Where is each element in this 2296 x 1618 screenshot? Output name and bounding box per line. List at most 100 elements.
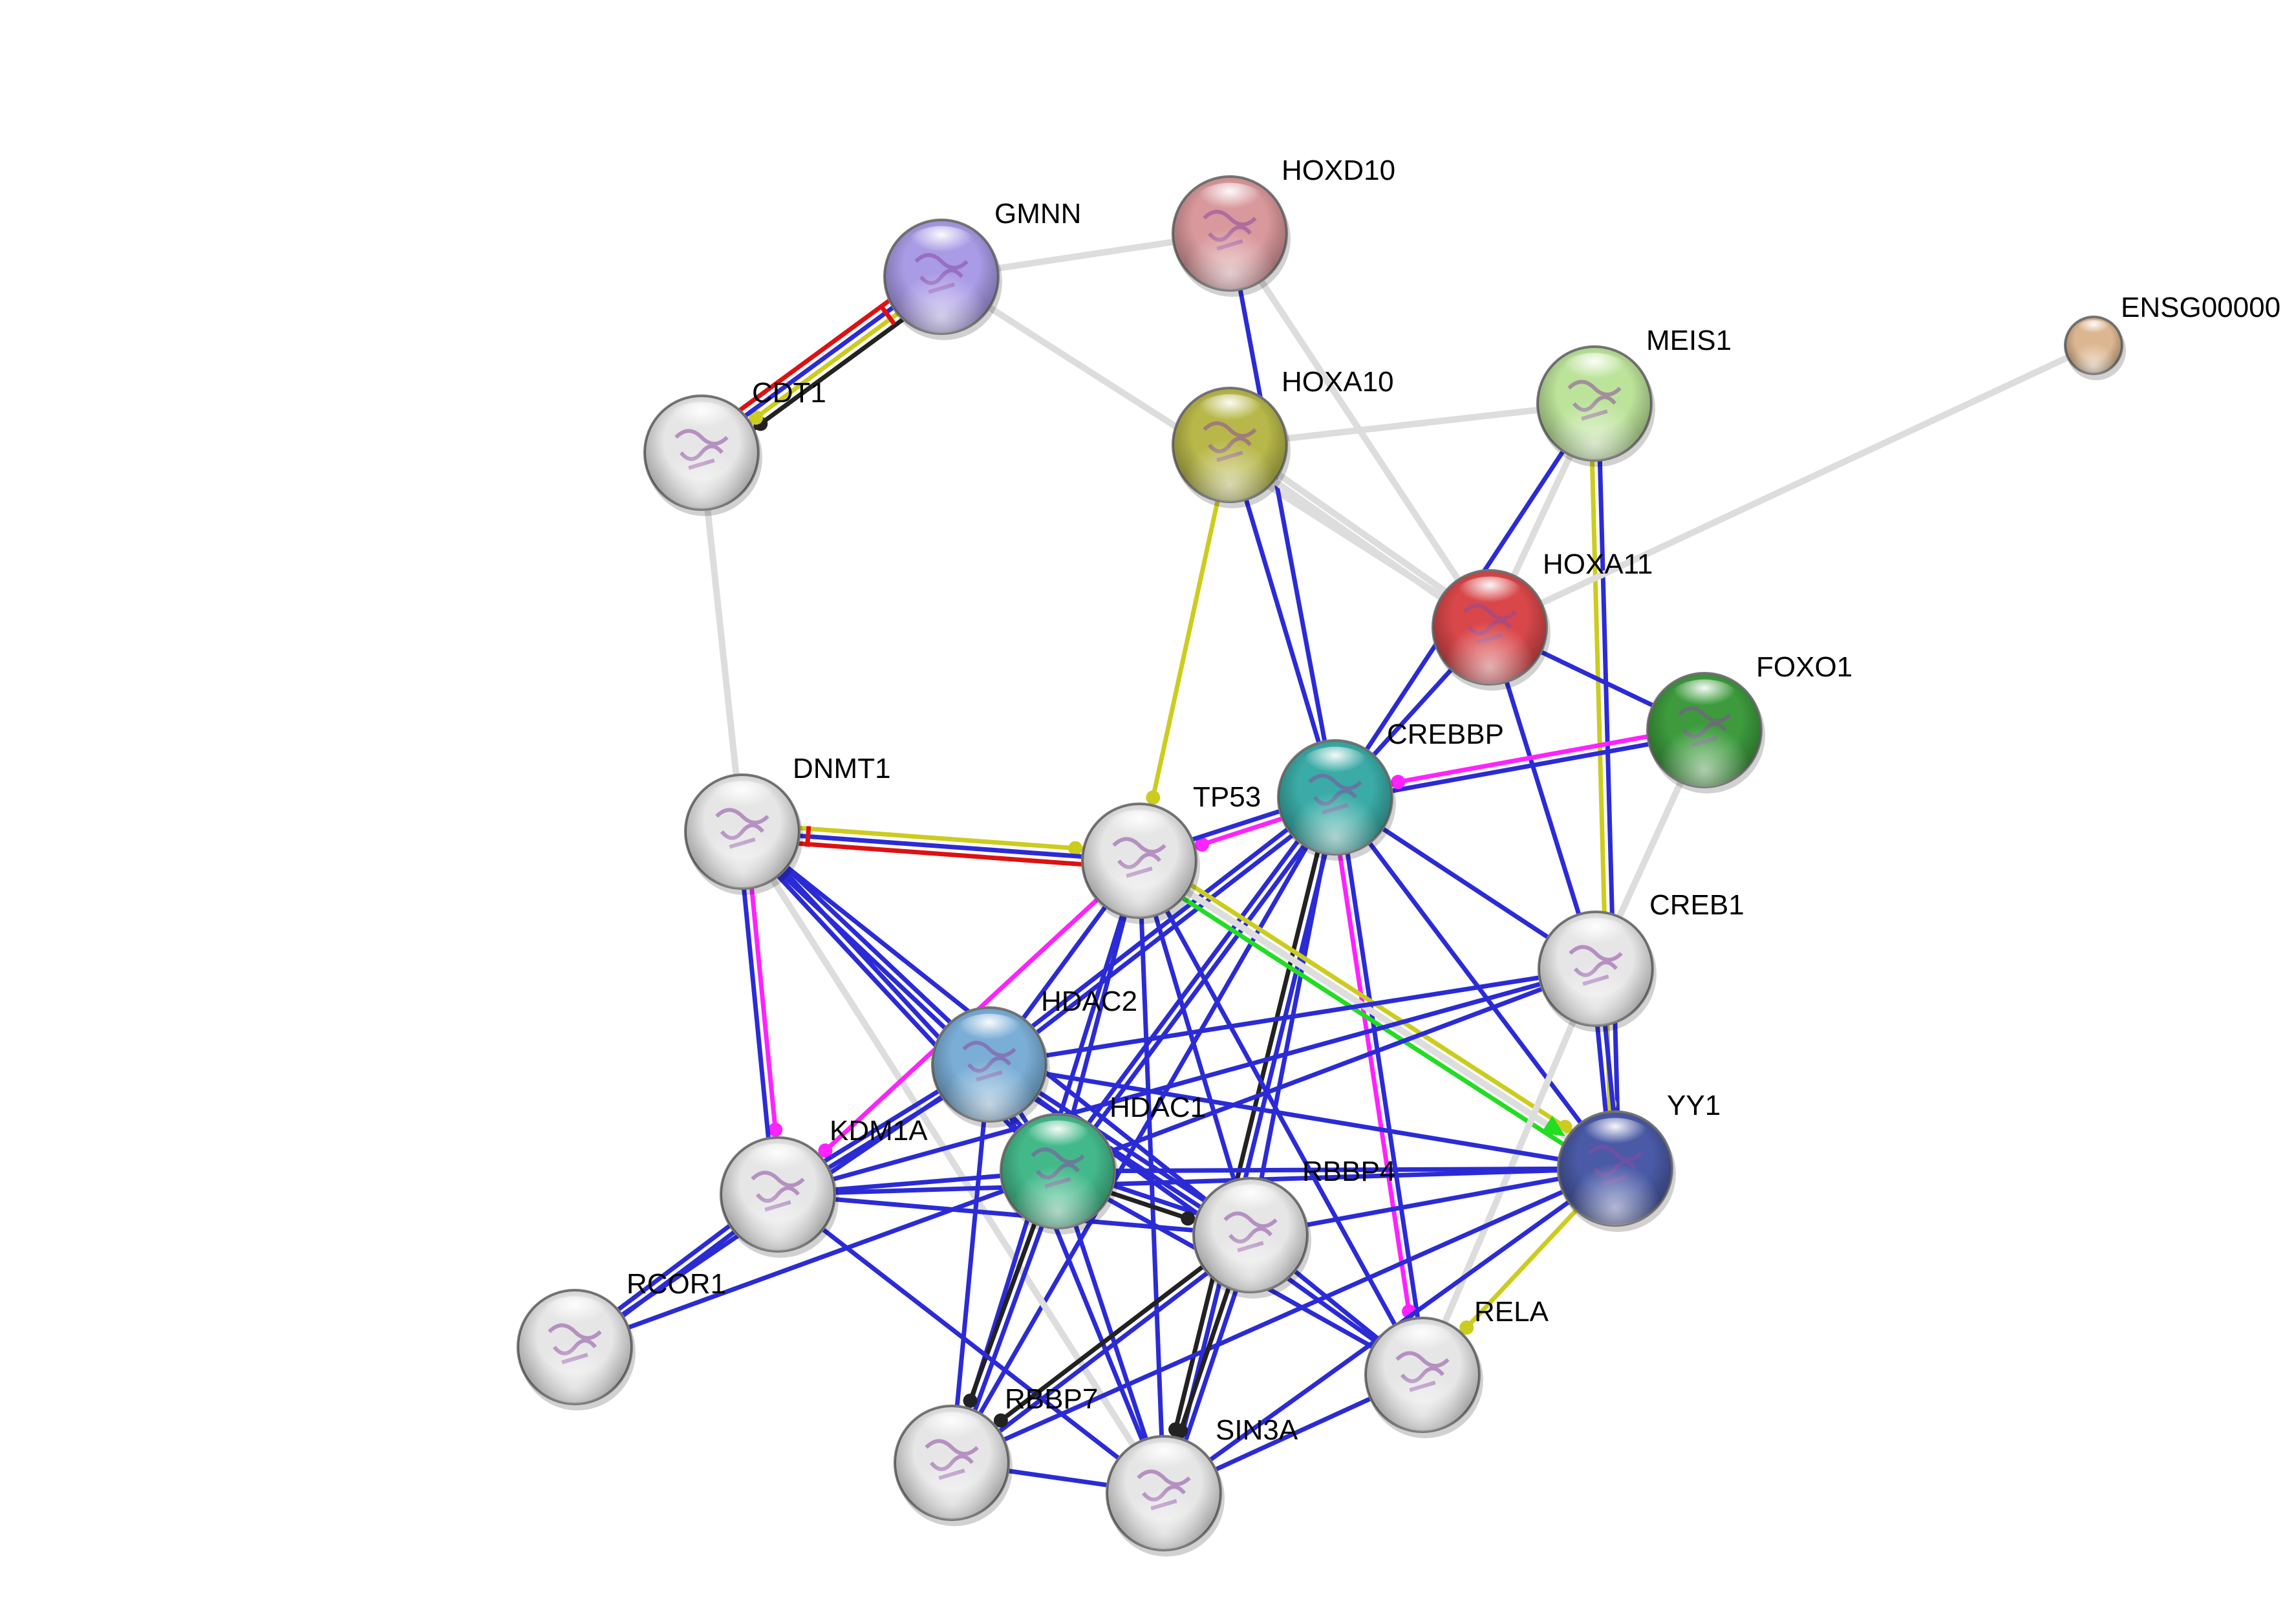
edge-kdm1a-sin3a	[775, 1192, 1166, 1496]
edge-line-gray	[1486, 342, 2097, 631]
node-sin3a[interactable]: SIN3A	[1106, 1414, 1298, 1557]
edge-end-marker	[1459, 1320, 1474, 1335]
node-label: GMNN	[994, 198, 1081, 230]
edge-end-marker	[749, 410, 764, 425]
node-rbbp7[interactable]: RBBP7	[894, 1383, 1098, 1526]
node-hdac2[interactable]: HDAC2	[931, 986, 1137, 1128]
edge-line-blue	[1333, 795, 1618, 1171]
node-label: MEIS1	[1646, 325, 1732, 356]
node-highlight	[666, 402, 737, 441]
node-label: SIN3A	[1216, 1414, 1298, 1446]
edge-line-black	[1157, 794, 1334, 1495]
edge-end-marker	[963, 1393, 978, 1408]
edge-line-blue	[949, 795, 1338, 1465]
node-creb1[interactable]: CREB1	[1538, 889, 1744, 1032]
edge-line-blue	[775, 1166, 1618, 1197]
node-highlight	[1560, 918, 1631, 957]
edge-meis1-yy1	[1588, 401, 1622, 1171]
node-label: FOXO1	[1756, 651, 1852, 683]
node-highlight	[539, 1296, 610, 1335]
edge-line-blue	[987, 1062, 1618, 1171]
node-highlight	[1104, 810, 1175, 849]
node-label: HOXA11	[1543, 548, 1653, 580]
node-highlight	[1669, 679, 1740, 718]
edge-hoxa11-creb1	[1487, 625, 1598, 971]
edge-line-blue	[1227, 442, 1338, 800]
edge-dnmt1-tp53	[739, 821, 1143, 871]
node-highlight	[1128, 1442, 1199, 1482]
edge-kdm1a-rbbp4	[775, 1192, 1253, 1238]
edge-end-marker	[993, 1413, 1008, 1428]
edge-end-marker	[1146, 790, 1161, 805]
edge-rbbp4-rbbp7	[947, 1229, 1256, 1469]
edge-line-blue	[775, 1192, 1253, 1238]
node-label: CREB1	[1649, 889, 1744, 921]
node-crebbp[interactable]: CREBBP	[1277, 718, 1504, 861]
node-gmnn[interactable]: GMNN	[883, 198, 1081, 340]
node-highlight	[1559, 352, 1630, 392]
node-highlight	[906, 226, 977, 265]
edge-tp53-rela	[1137, 858, 1425, 1377]
edge-ensg-hoxa11	[1486, 342, 2097, 631]
node-rcor1[interactable]: RCOR1	[517, 1268, 726, 1410]
node-highlight	[1194, 394, 1265, 433]
node-rela[interactable]: RELA	[1364, 1296, 1549, 1438]
node-dnmt1[interactable]: DNMT1	[684, 753, 891, 895]
node-label: HDAC2	[1041, 986, 1137, 1017]
node-kdm1a[interactable]: KDM1A	[720, 1115, 928, 1258]
node-foxo1[interactable]: FOXO1	[1646, 651, 1852, 793]
node-label: ENSG00000	[2121, 292, 2280, 323]
edge-cdt1-dnmt1	[698, 449, 746, 835]
node-label: KDM1A	[830, 1115, 928, 1147]
edge-line-blue	[736, 830, 777, 1198]
node-label: RELA	[1474, 1296, 1549, 1328]
node-cdt1[interactable]: CDT1	[643, 377, 826, 516]
edge-kdm1a-creb1	[775, 966, 1598, 1197]
node-hdac1[interactable]: HDAC1	[1000, 1092, 1206, 1235]
edge-line-blue	[1227, 231, 1338, 800]
node-hoxd10[interactable]: HOXD10	[1172, 155, 1395, 297]
edge-line-magenta	[1329, 795, 1421, 1378]
edge-line-blue	[775, 1192, 1166, 1496]
node-highlight	[1215, 1184, 1286, 1224]
edge-end-marker	[1068, 841, 1083, 856]
edge-line-yellow	[1141, 852, 1622, 1165]
edge-end-marker	[818, 1143, 833, 1158]
node-label: HOXA10	[1282, 366, 1394, 398]
node-tp53[interactable]: TP53	[1081, 781, 1261, 924]
node-highlight	[1387, 1324, 1458, 1363]
node-highlight	[2076, 319, 2112, 340]
node-rbbp4[interactable]: RBBP4	[1192, 1156, 1395, 1299]
node-highlight	[1300, 746, 1371, 786]
edge-line-blue	[1336, 794, 1429, 1377]
node-meis1[interactable]: MEIS1	[1536, 325, 1732, 467]
edge-line-blue	[572, 1169, 1060, 1350]
edge-line-blue	[1055, 1166, 1618, 1174]
edge-line-blue	[989, 798, 1340, 1070]
node-highlight	[1580, 1117, 1651, 1157]
node-label: CDT1	[752, 377, 826, 409]
edge-line-blue	[949, 1062, 992, 1465]
edge-yy1-rbbp4	[1248, 1166, 1618, 1238]
node-label: RCOR1	[627, 1268, 726, 1300]
node-hoxa11[interactable]: HOXA11	[1432, 548, 1653, 691]
node-label: CREBBP	[1387, 718, 1504, 750]
edge-hdac1-yy1	[1055, 1166, 1618, 1174]
edge-end-marker	[1391, 775, 1406, 790]
edge-hoxa10-crebbp	[1227, 442, 1338, 800]
edge-line-blue	[1058, 797, 1341, 1176]
edge-line-blue	[1333, 731, 1708, 804]
inhibition-marker	[805, 826, 811, 847]
node-label: RBBP7	[1005, 1383, 1098, 1415]
node-ensg[interactable]: ENSG00000	[2064, 292, 2280, 380]
node-hoxa10[interactable]: HOXA10	[1172, 366, 1394, 508]
node-yy1[interactable]: YY1	[1557, 1090, 1721, 1232]
node-label: YY1	[1667, 1090, 1721, 1121]
node-label: RBBP4	[1302, 1156, 1395, 1187]
node-highlight	[1454, 576, 1525, 616]
edge-line-blue	[1137, 858, 1253, 1238]
edge-dnmt1-sin3a	[739, 828, 1167, 1496]
inhibition-marker	[880, 306, 897, 326]
edge-line-blue	[1137, 858, 1425, 1377]
